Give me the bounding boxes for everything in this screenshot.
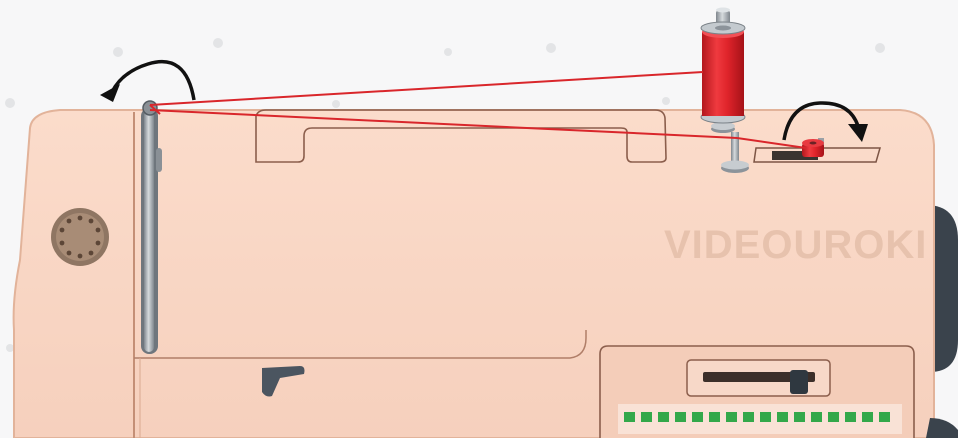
tension-dial — [51, 208, 109, 266]
rotate-left-arrow-icon — [100, 62, 194, 102]
control-panel — [600, 346, 914, 438]
stitch-selector-knob — [790, 370, 808, 394]
base-corner — [926, 418, 958, 438]
watermark-text: VIDEOUROKI — [664, 223, 927, 267]
thread-spool — [701, 22, 745, 123]
